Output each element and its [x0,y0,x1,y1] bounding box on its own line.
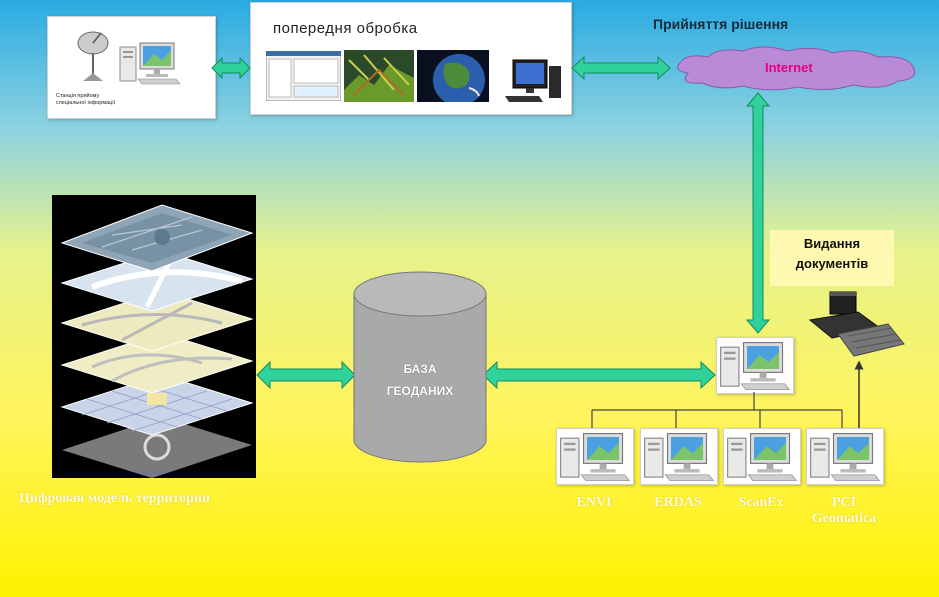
software-screenshot-1 [266,51,341,101]
software-label-envi: ENVI [556,495,632,511]
computer-icon [810,433,880,482]
documents-label-line2: документів [795,256,869,271]
arrow-database-workstation [482,360,716,390]
satellite-dish-icon [77,31,109,81]
software-label-pci: PCI Geomatica [800,495,888,527]
computer-icon [119,42,181,85]
arrow-model-database [256,360,356,390]
database-label: БАЗА ГЕОДАНИХ [352,358,488,402]
database-label-line2: ГЕОДАНИХ [386,384,454,398]
arrow-station-preprocessing [211,56,251,80]
earth-globe-image [417,50,489,102]
software-label-erdas: ERDAS [640,495,716,511]
software-label-scanex: ScanEx [723,495,799,511]
map-layers-image [60,204,254,478]
arrow-preprocessing-internet [571,55,671,81]
software-label-line1: ScanEx [738,495,784,510]
internet-cloud [677,46,916,91]
digital-model-panel [52,195,256,478]
computer-icon [727,433,797,482]
software-computer-envi [556,428,634,485]
documents-label-line1: Видання [803,236,861,251]
database-cylinder-icon [353,271,487,463]
station-caption-line1: Станція прийому [56,93,100,99]
preprocessing-card: попередня обробка [250,2,572,115]
software-computer-scanex [723,428,801,485]
software-computer-pci [806,428,884,485]
station-caption-line2: спеціальної інформації [56,100,116,106]
printer-icon [808,291,905,357]
software-label-line1: PCI [831,495,857,510]
internet-label: Internet [765,60,813,75]
workstation-computer [716,337,794,394]
station-card: Станція прийому спеціальної інформації [47,16,216,119]
computer-icon [505,59,561,102]
software-computer-erdas [640,428,718,485]
decision-title: Прийняття рішення [653,16,789,32]
station-caption: Станція прийому спеціальної інформації [56,93,176,107]
preprocessing-title: попередня обробка [273,20,418,37]
digital-model-label: Цифровая модель территории [19,491,211,506]
software-label-line2: Geomatica [811,511,877,526]
computer-icon [560,433,630,482]
computer-icon [720,342,790,391]
software-label-line1: ERDAS [654,495,702,510]
database-label-line1: БАЗА [403,362,437,376]
software-label-line1: ENVI [576,495,612,510]
documents-label: Видання документів [770,230,894,286]
software-screenshot-2 [344,50,414,102]
arrow-internet-workstation [745,92,771,334]
computer-icon [644,433,714,482]
